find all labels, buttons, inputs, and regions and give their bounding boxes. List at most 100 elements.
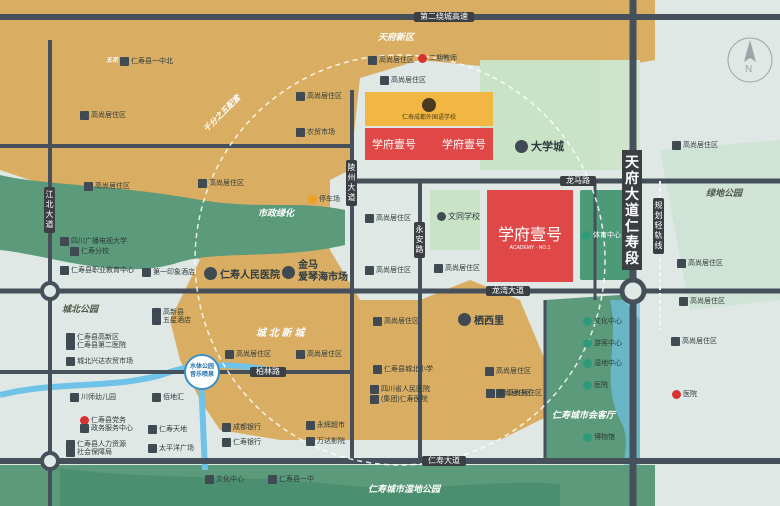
- poi-marker[interactable]: 万达影院: [306, 436, 345, 446]
- university-icon: [515, 139, 528, 153]
- poi-marker[interactable]: 政务服务中心: [80, 423, 133, 433]
- school-logo-icon: [422, 97, 436, 112]
- poi-marker[interactable]: 第一印象酒店: [142, 267, 195, 277]
- poi-marker[interactable]: 高尚居住区: [296, 91, 342, 101]
- project-plot-north[interactable]: 学府壹号 学府壹号: [365, 128, 493, 160]
- poi-marker[interactable]: (集团)仁寿医院: [370, 394, 428, 404]
- landmark-sports[interactable]: 体育中心: [582, 230, 621, 240]
- poi-marker[interactable]: 仁寿县人力资源: [66, 439, 126, 449]
- poi-label: 川师幼儿园: [81, 394, 116, 401]
- poi-marker[interactable]: 高尚居住区: [225, 349, 271, 359]
- poi-marker[interactable]: 游客中心: [583, 338, 622, 348]
- poi-marker[interactable]: 博物馆: [583, 432, 615, 442]
- poi-marker[interactable]: 仁寿县职业教育中心: [60, 265, 134, 275]
- qixili-label: 栖西里: [474, 316, 504, 327]
- compass-label: N: [745, 64, 753, 75]
- poi-label: 二期教师: [429, 55, 457, 62]
- zone-chengbei-park: 城北公园: [62, 304, 99, 314]
- poi-marker[interactable]: 文化中心: [583, 316, 622, 326]
- poi-marker[interactable]: 仁寿县一中: [268, 474, 314, 484]
- landmark-jinma[interactable]: 金马爱琴海市场: [282, 260, 348, 284]
- poi-marker[interactable]: 高尚居住区: [365, 265, 411, 275]
- poi-marker[interactable]: 高尚居住区: [365, 213, 411, 223]
- poi-marker[interactable]: 佰地汇: [152, 392, 184, 402]
- landmark-hospital[interactable]: 仁寿人民医院: [204, 266, 280, 281]
- poi-marker[interactable]: 农贸市场: [296, 127, 335, 137]
- poi-marker[interactable]: 高尚居住区: [84, 181, 130, 191]
- star-icon: [80, 415, 89, 425]
- poi-marker[interactable]: 仁寿县党务: [80, 415, 126, 425]
- building-icon: [370, 394, 379, 404]
- poi-marker[interactable]: 川师幼儿园: [70, 392, 116, 402]
- poi-marker[interactable]: 医院: [672, 389, 697, 399]
- poi-marker[interactable]: 四川广播电视大学: [60, 236, 127, 246]
- landmark-wentong[interactable]: 文同学校: [437, 211, 480, 222]
- poi-marker[interactable]: 仁寿银行: [222, 437, 261, 447]
- poi-marker[interactable]: 仁寿县第二医院: [66, 340, 126, 350]
- building-icon: [80, 423, 89, 433]
- landmark-university[interactable]: 大学城: [515, 138, 564, 154]
- building-icon: [152, 315, 161, 325]
- poi-marker[interactable]: 文化中心: [205, 474, 244, 484]
- poi-label: 仁寿县人力资源: [77, 441, 126, 448]
- poi-marker[interactable]: 高尚居住区: [671, 336, 717, 346]
- west-park: [0, 175, 345, 270]
- poi-marker[interactable]: 高尚居住区: [679, 296, 725, 306]
- poi-marker[interactable]: 社会保障局: [66, 447, 112, 457]
- poi-marker[interactable]: 成都银行: [222, 422, 261, 432]
- poi-marker[interactable]: 停车场: [308, 194, 340, 204]
- plot-b-label: 学府壹号: [442, 138, 486, 151]
- zone-wetland-park: 仁寿城市湿地公园: [368, 484, 441, 494]
- poi-label: 医院: [594, 382, 608, 389]
- poi-label: 文化中心: [594, 318, 622, 325]
- university-label: 大学城: [531, 141, 564, 153]
- poi-marker[interactable]: 高尚居住区: [485, 366, 531, 376]
- poi-label: 仁寿天地: [159, 426, 187, 433]
- poi-marker[interactable]: 仁寿县城北小学: [373, 364, 433, 374]
- poi-marker[interactable]: 仁寿天地: [148, 424, 187, 434]
- school-name: 仁寿成都外国语学校: [401, 114, 456, 121]
- poi-marker[interactable]: 高尚居住区: [434, 263, 480, 273]
- zone-lvdi-park: 绿地公园: [706, 188, 743, 198]
- poi-marker[interactable]: 四川省人民医院: [370, 384, 430, 394]
- poi-marker[interactable]: 高尚居住区: [486, 388, 532, 398]
- building-icon: [434, 263, 443, 273]
- poi-marker[interactable]: 医院: [583, 380, 608, 390]
- poi-marker[interactable]: 高尚居住区: [198, 178, 244, 188]
- poi-label: 高尚居住区: [497, 390, 532, 397]
- poi-marker[interactable]: 高尚居住区: [80, 110, 126, 120]
- road-tianfu-ave: 天府大道仁寿段: [622, 150, 642, 270]
- poi-marker[interactable]: 仁寿分校: [70, 246, 109, 256]
- poi-marker[interactable]: 二期教师: [418, 53, 457, 63]
- zone-chengbei: 城 北 新 城: [256, 328, 305, 339]
- poi-label: 湿地中心: [594, 360, 622, 367]
- poi-marker[interactable]: 高尚居住区: [296, 349, 342, 359]
- poi-marker[interactable]: 高尚居住区: [373, 316, 419, 326]
- poi-marker[interactable]: 高尚居住区: [496, 388, 542, 398]
- poi-marker[interactable]: 高尚居住区: [672, 140, 718, 150]
- poi-marker[interactable]: 湿地中心: [583, 358, 622, 368]
- poi-marker[interactable]: 高尚居住区: [368, 55, 414, 65]
- building-icon: [66, 340, 75, 350]
- poi-marker[interactable]: 永辉超市: [306, 420, 345, 430]
- fountain-line1: 水体公园: [189, 364, 214, 370]
- poi-marker[interactable]: 城北兴达农贸市场: [66, 356, 133, 366]
- project-plot-main[interactable]: 学府壹号 ACADEMY · NO.1: [487, 190, 573, 282]
- poi-marker[interactable]: 五星酒店: [152, 315, 191, 325]
- music-fountain[interactable]: 水体公园 音乐喷泉: [184, 363, 220, 379]
- school-block[interactable]: 仁寿成都外国语学校: [365, 92, 493, 126]
- poi-label: 仁寿县一中: [279, 476, 314, 483]
- poi-marker[interactable]: 仁寿县高新区: [66, 332, 119, 342]
- poi-marker[interactable]: 高尚居住区: [380, 75, 426, 85]
- poi-marker[interactable]: 太平洋广场: [148, 443, 194, 453]
- landmark-qixili[interactable]: 栖西里: [458, 312, 504, 327]
- building-icon: [679, 296, 688, 306]
- poi-marker[interactable]: 高新县: [152, 307, 184, 317]
- building-icon: [365, 265, 374, 275]
- poi-label: 高尚居住区: [507, 390, 542, 397]
- poi-label: 高尚居住区: [688, 260, 723, 267]
- poi-marker[interactable]: 仁寿县一中北: [120, 56, 173, 66]
- poi-marker[interactable]: 高尚居住区: [677, 258, 723, 268]
- jinma-sub-label: 爱琴海市场: [298, 272, 348, 283]
